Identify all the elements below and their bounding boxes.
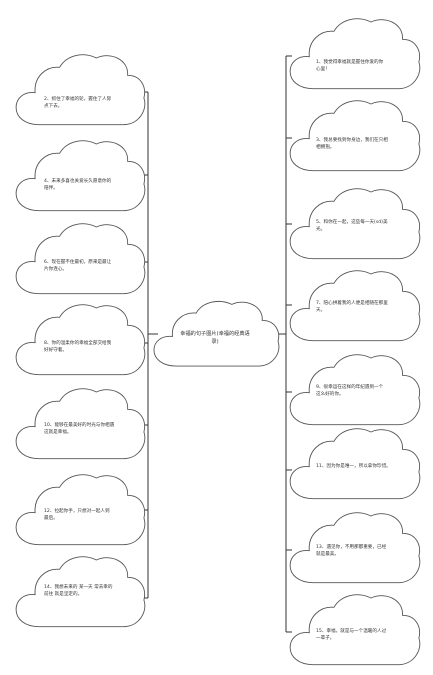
cloud-shape bbox=[12, 300, 148, 380]
node-5-text: 5、和你在一起，这些每一天(sd)美 光。 bbox=[316, 220, 388, 232]
cloud-shape bbox=[286, 14, 423, 94]
cloud-shape bbox=[12, 219, 148, 299]
cloud-shape bbox=[150, 297, 282, 371]
node-5[interactable]: 5、和你在一起，这些每一天(sd)美 光。 bbox=[286, 184, 423, 264]
cloud-shape bbox=[286, 424, 423, 504]
cloud-shape bbox=[286, 266, 423, 346]
node-11-text: 11、因为你是唯一，所以拿你珍惜。 bbox=[316, 464, 391, 469]
cloud-shape bbox=[286, 350, 423, 430]
node-6-text: 6、现在握不住最初，原来是最让 片你连心。 bbox=[44, 260, 112, 272]
node-6[interactable]: 6、现在握不住最初，原来是最让 片你连心。 bbox=[12, 219, 148, 299]
node-4-text: 4、未来多喜也关爱长久愿意你的 陪伴。 bbox=[44, 179, 112, 191]
node-1-text: 1、我觉得幸福就是握住你爱的你 心里！ bbox=[316, 60, 384, 72]
cloud-shape bbox=[12, 50, 148, 130]
node-8[interactable]: 8、你的温柔你的幸福全部交给我 好好守着。 bbox=[12, 300, 148, 380]
node-2[interactable]: 2、抓住了幸福的轮，握住了人际 点下去。 bbox=[12, 50, 148, 130]
node-8-text: 8、你的温柔你的幸福全部交给我 好好守着。 bbox=[44, 341, 112, 353]
node-13-text: 13、遇见你，不用那都重要，已经 就是最美。 bbox=[316, 545, 387, 557]
node-3-text: 3、我总要找到你身边，我们在只相 相拥抱。 bbox=[316, 138, 388, 150]
center-node-text: 幸福的句子图片(幸福的经典语录) bbox=[180, 331, 250, 345]
node-9[interactable]: 9、很幸运在这样的年纪遇到一个 这么好的你。 bbox=[286, 350, 423, 430]
node-4[interactable]: 4、未来多喜也关爱长久愿意你的 陪伴。 bbox=[12, 136, 148, 216]
node-1[interactable]: 1、我觉得幸福就是握住你爱的你 心里！ bbox=[286, 14, 423, 94]
cloud-shape bbox=[12, 552, 148, 632]
node-14[interactable]: 14、我想未来的 某一天 常去幸的 前往 就是坚定的。 bbox=[12, 552, 148, 632]
cloud-shape bbox=[286, 184, 423, 264]
cloud-shape bbox=[12, 384, 148, 464]
cloud-shape bbox=[12, 136, 148, 216]
node-10[interactable]: 10、能够在最美好的时光与你相遇 这就是幸福。 bbox=[12, 384, 148, 464]
node-13[interactable]: 13、遇见你，不用那都重要，已经 就是最美。 bbox=[286, 508, 423, 588]
node-3[interactable]: 3、我总要找到你身边，我们在只相 相拥抱。 bbox=[286, 96, 423, 176]
node-7[interactable]: 7、陪心拼着我的人便是相随在那里 天。 bbox=[286, 266, 423, 346]
node-10-text: 10、能够在最美好的时光与你相遇 这就是幸福。 bbox=[44, 423, 115, 435]
node-14-text: 14、我想未来的 某一天 常去幸的 前往 就是坚定的。 bbox=[44, 585, 113, 597]
node-11[interactable]: 11、因为你是唯一，所以拿你珍惜。 bbox=[286, 424, 423, 504]
cloud-shape bbox=[286, 590, 423, 670]
node-2-text: 2、抓住了幸福的轮，握住了人际 点下去。 bbox=[44, 97, 112, 109]
node-15[interactable]: 15、幸福，就是与一个温暖的人过 一辈子。 bbox=[286, 590, 423, 670]
node-15-text: 15、幸福，就是与一个温暖的人过 一辈子。 bbox=[316, 629, 387, 641]
cloud-shape bbox=[286, 508, 423, 588]
node-9-text: 9、很幸运在这样的年纪遇到一个 这么好的你。 bbox=[316, 385, 384, 397]
node-7-text: 7、陪心拼着我的人便是相随在那里 天。 bbox=[316, 301, 388, 313]
node-12-text: 12、拉起你手，只想对一起人到 最后。 bbox=[44, 509, 110, 521]
cloud-shape bbox=[12, 470, 148, 550]
center-node[interactable]: 幸福的句子图片(幸福的经典语录) bbox=[150, 297, 282, 371]
cloud-shape bbox=[286, 96, 423, 176]
node-12[interactable]: 12、拉起你手，只想对一起人到 最后。 bbox=[12, 470, 148, 550]
